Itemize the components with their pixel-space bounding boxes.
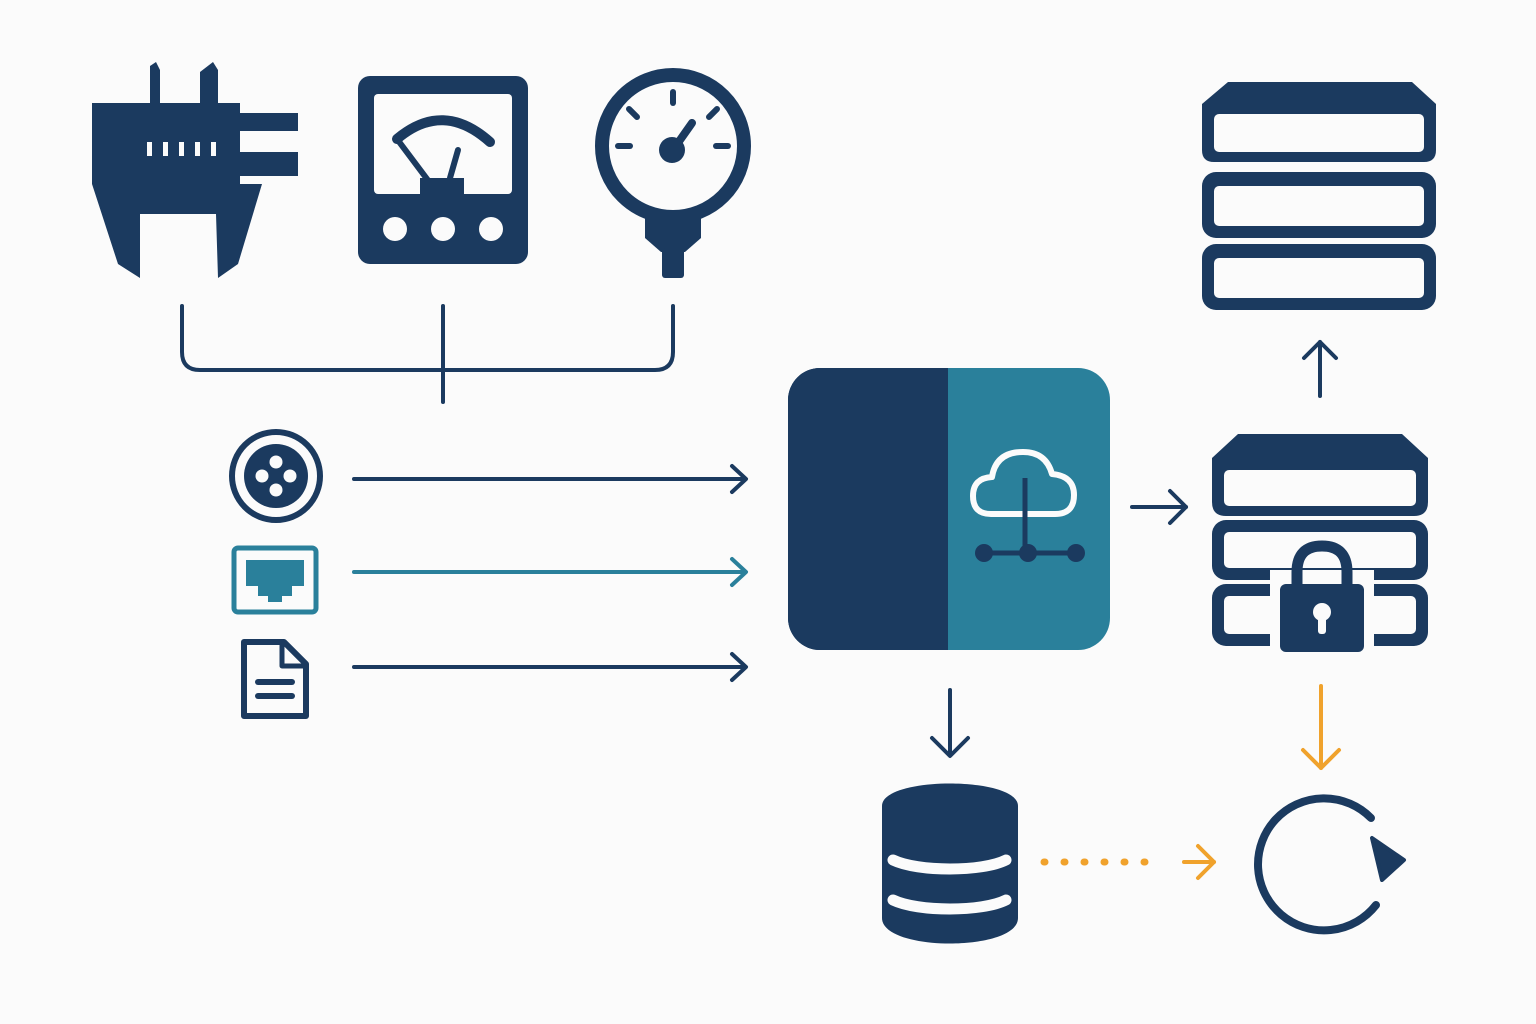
cloud-network-gateway-icon xyxy=(788,368,1110,650)
arrow-secure-server-to-server-stack xyxy=(1302,340,1338,398)
arrow-serial-to-gateway xyxy=(352,464,748,494)
serial-connector-icon xyxy=(229,429,323,523)
caliper-icon xyxy=(92,62,298,278)
dotted-arrow-database-to-sync xyxy=(1040,844,1216,880)
arrow-document-to-gateway xyxy=(352,652,748,682)
arrow-secure-server-to-sync xyxy=(1301,684,1341,770)
document-icon xyxy=(241,639,309,719)
pressure-gauge-icon xyxy=(595,68,751,278)
analog-meter-icon xyxy=(358,76,528,264)
arrow-ethernet-to-gateway xyxy=(352,557,748,587)
arrow-gateway-to-secure-server xyxy=(1130,489,1188,525)
server-stack-icon xyxy=(1202,82,1436,310)
padlock-icon xyxy=(1270,540,1374,666)
ethernet-port-icon xyxy=(231,545,319,615)
sync-cycle-icon xyxy=(1254,794,1406,935)
arrow-gateway-to-database xyxy=(930,688,970,758)
database-icon xyxy=(882,783,1018,944)
instrument-bus-connector xyxy=(180,304,675,404)
